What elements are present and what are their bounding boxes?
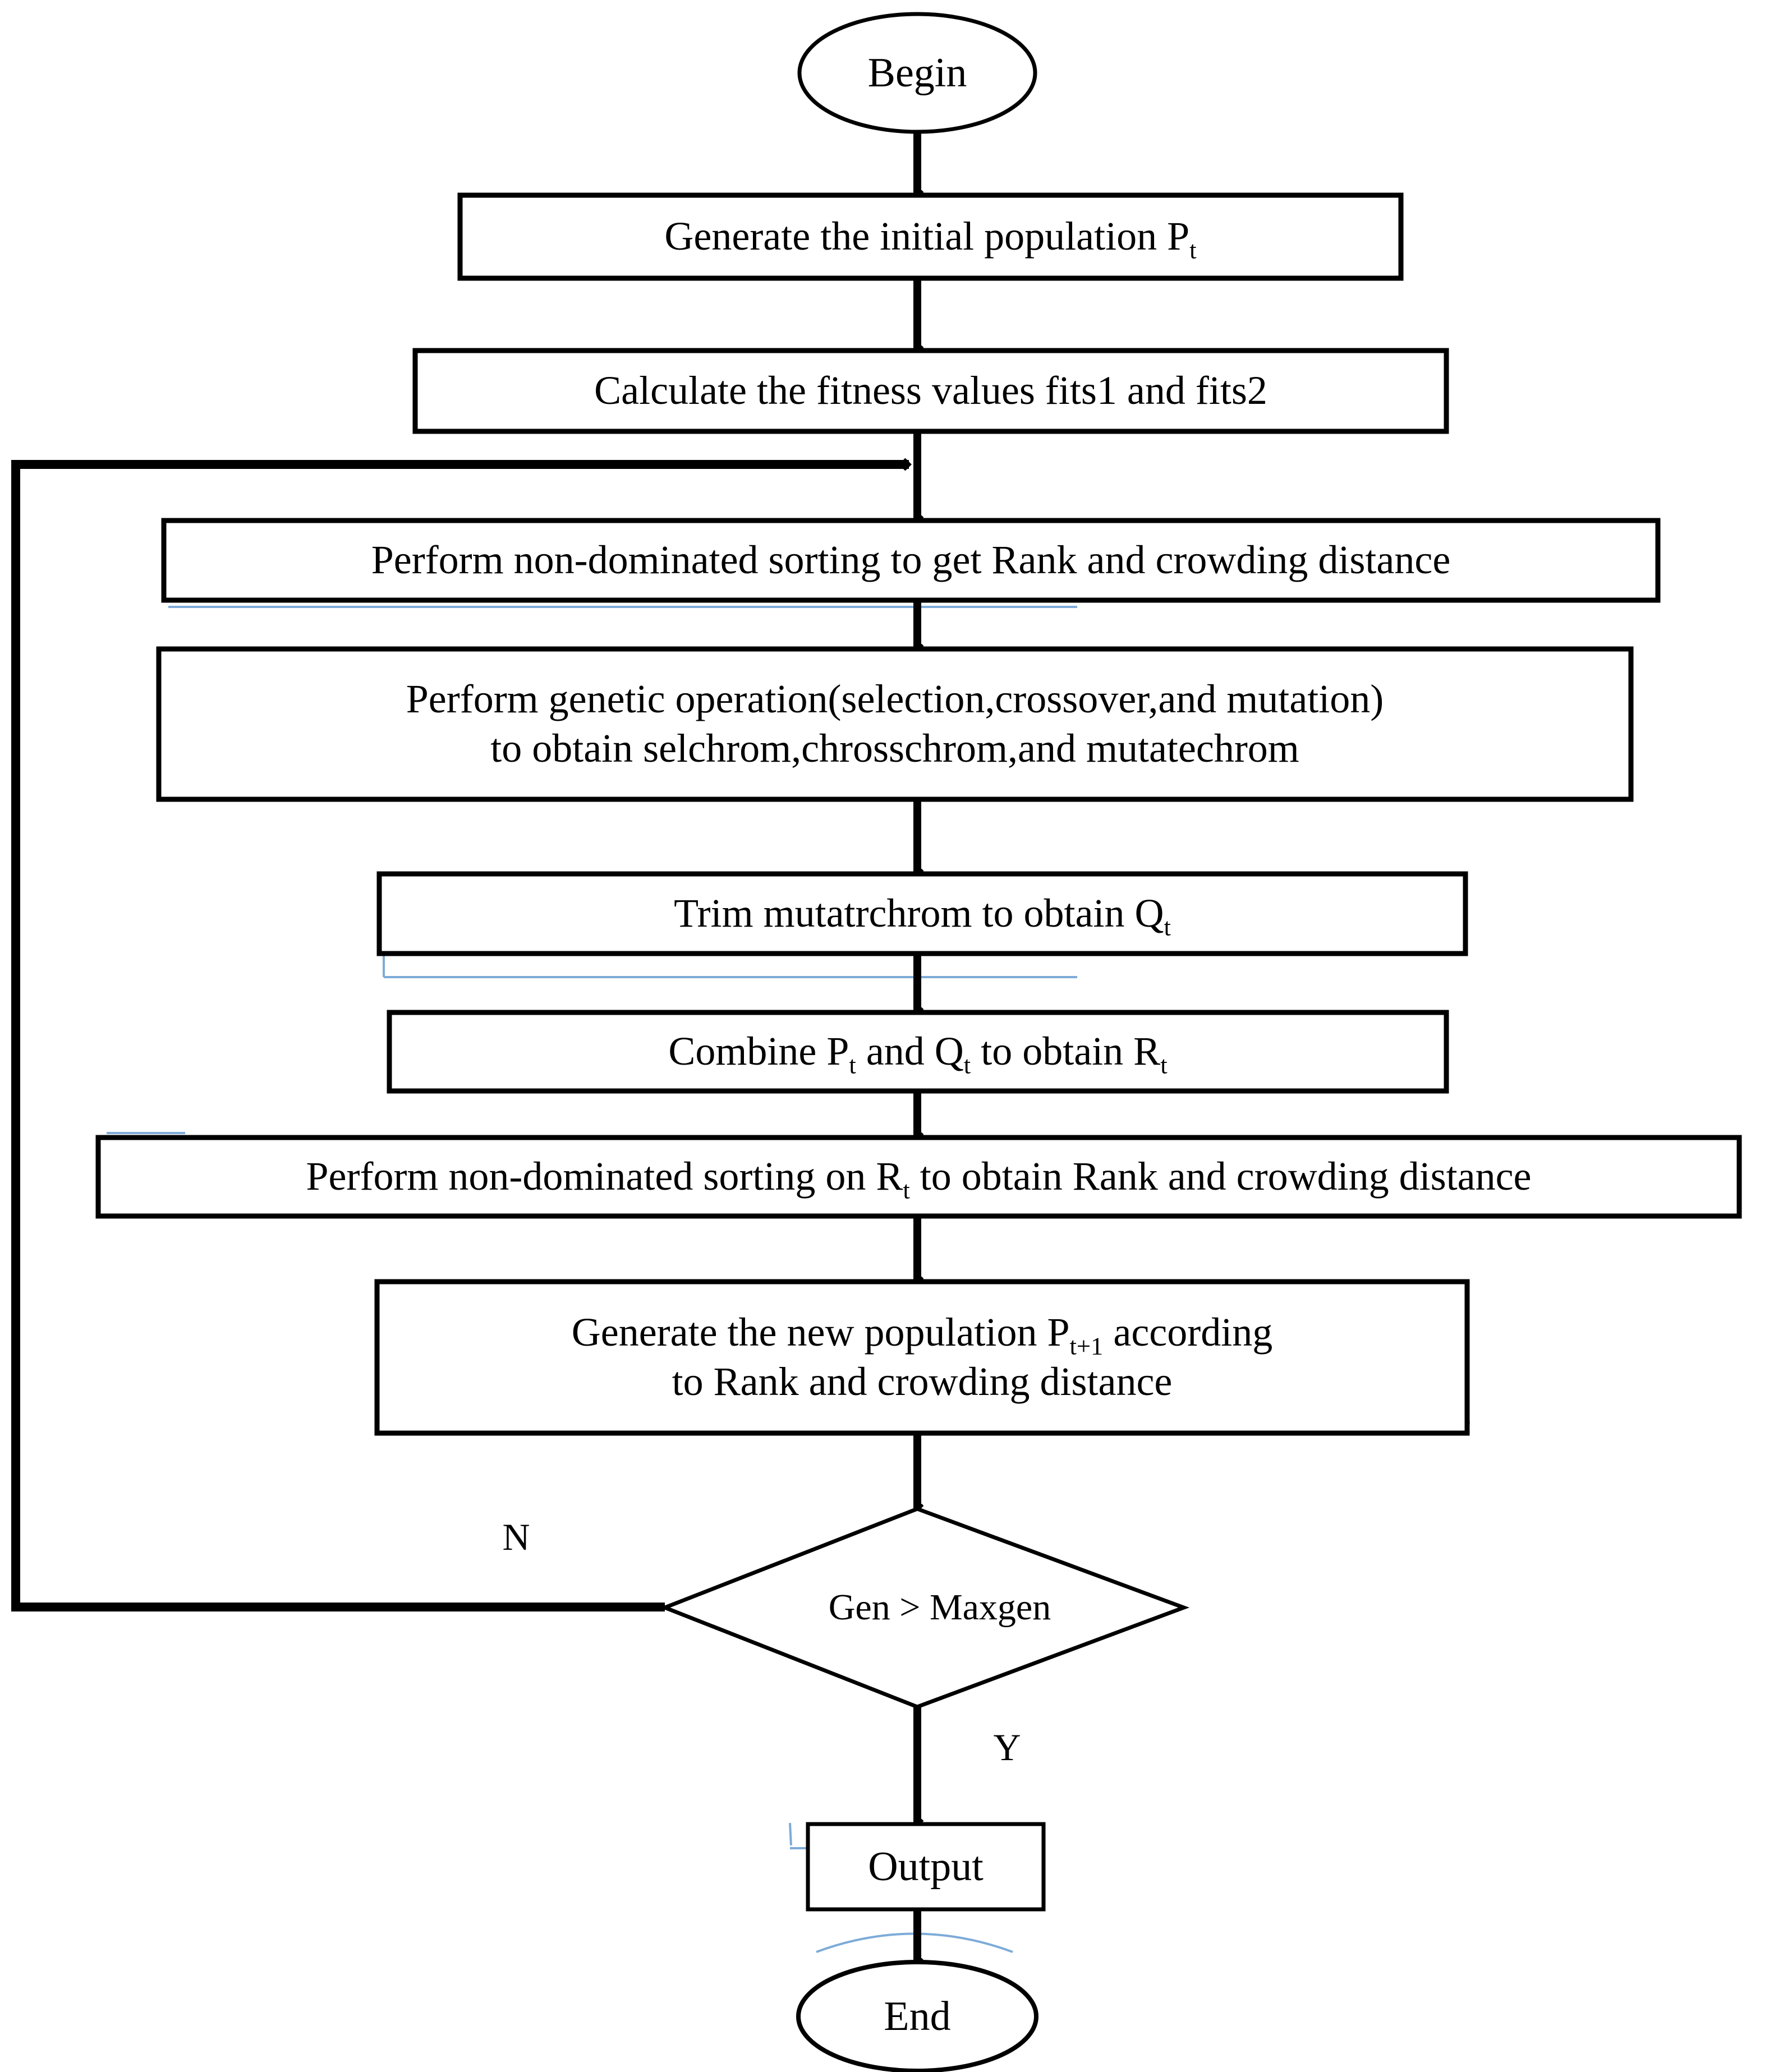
end-terminal-shape [796,1960,1038,2072]
sort-rank-box-shape [161,518,1661,603]
begin-terminal-shape [797,12,1037,134]
combine-box-shape [387,1010,1449,1094]
output-box-shape [806,1822,1046,1912]
genetic-operation-box-shape [156,646,1634,802]
sort-rt-box-shape [95,1135,1742,1219]
decision-diamond-shape [659,1507,1190,1709]
trim-box-shape [376,871,1468,956]
fitness-box-shape [412,348,1449,434]
init-population-box-shape [457,192,1404,281]
new-population-box-shape [374,1279,1470,1436]
feedback-loop-path [11,464,909,1611]
